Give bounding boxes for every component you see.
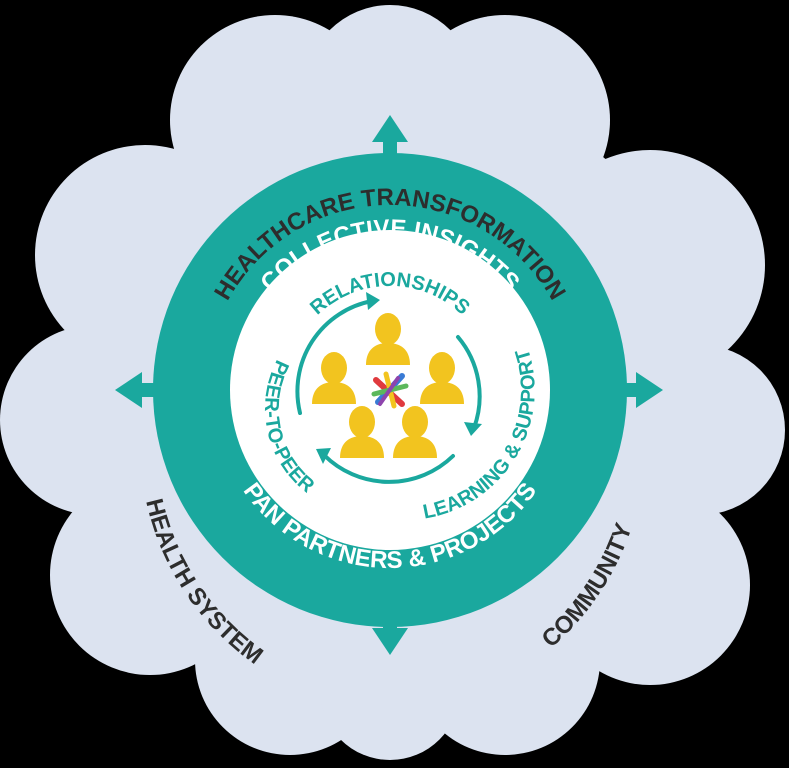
people-group [312, 313, 464, 458]
person-icon [340, 406, 384, 458]
logo-icon [371, 371, 409, 409]
person-icon [420, 352, 464, 404]
cycle-arrow-right [456, 335, 482, 430]
person-icon [312, 352, 356, 404]
cycle-arrows [295, 292, 482, 484]
cycle-arrow-right-head [464, 422, 482, 436]
cycle-arrow-top [295, 299, 374, 415]
person-icon [366, 313, 410, 365]
cycle-arrow-top-head [366, 292, 380, 310]
cycle-arrow-bottom-head [316, 448, 331, 464]
cycle-arrow-bottom [322, 453, 455, 484]
person-icon [393, 406, 437, 458]
